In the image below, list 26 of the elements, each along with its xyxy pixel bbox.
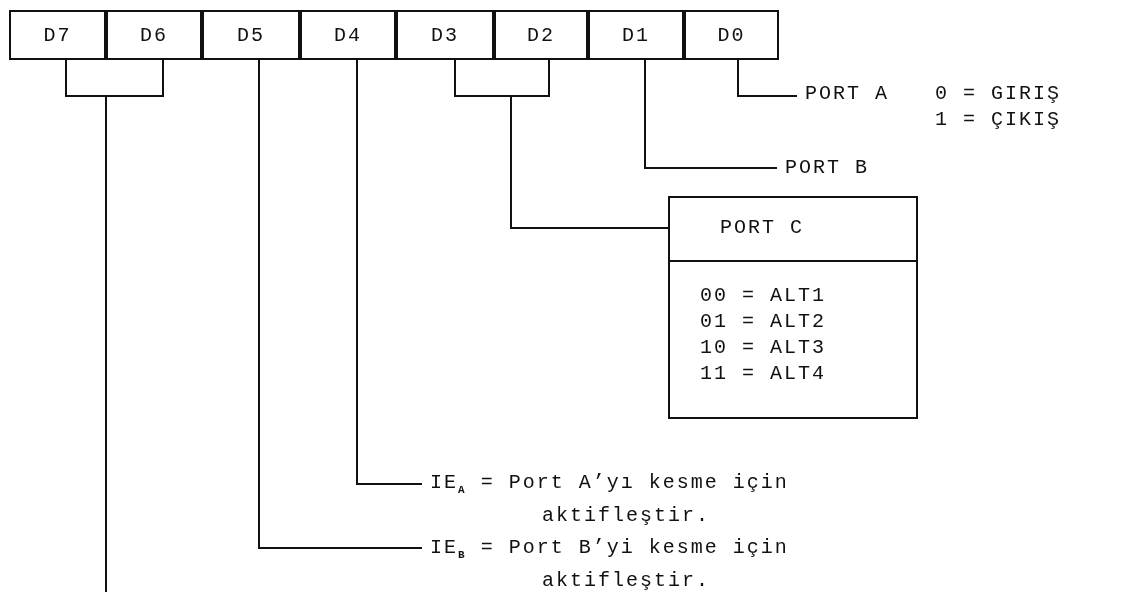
register-bit-cell: D3: [396, 10, 494, 60]
mode-option: 11 = ALT4: [700, 362, 827, 385]
bit-description: IE$_{B}$ = Port B’yi kesme için aktifleştir.: [430, 535, 830, 594]
mode-table: [668, 196, 918, 419]
register-bit-cell: D6: [106, 10, 202, 60]
leader-line: [510, 59, 669, 229]
port-name: PORT B: [785, 156, 869, 179]
leader-line: [105, 59, 164, 593]
register-bit-cell: D7: [9, 10, 106, 60]
leader-line: [737, 59, 798, 97]
mode-option: 01 = ALT2: [700, 310, 827, 333]
port-name: PORT A: [805, 82, 889, 105]
mode-option: 00 = ALT1: [700, 284, 827, 307]
leader-line: [356, 59, 423, 485]
table-heading: PORT C: [720, 216, 804, 239]
register-bit-cell: D1: [588, 10, 684, 60]
leader-line: [258, 59, 423, 549]
mode-value: 1 = ÇIKIŞ: [935, 108, 1062, 131]
mode-value: 0 = GIRIŞ: [935, 82, 1062, 105]
bit-description: IE$_{A}$ = Port A’yı kesme için aktifleştir.: [430, 470, 830, 529]
register-bit-cell: D5: [202, 10, 300, 60]
mode-option: 10 = ALT3: [700, 336, 827, 359]
leader-line: [644, 59, 778, 169]
register-bit-cell: D2: [494, 10, 588, 60]
register-bit-cell: D0: [684, 10, 779, 60]
register-bit-cell: D4: [300, 10, 396, 60]
